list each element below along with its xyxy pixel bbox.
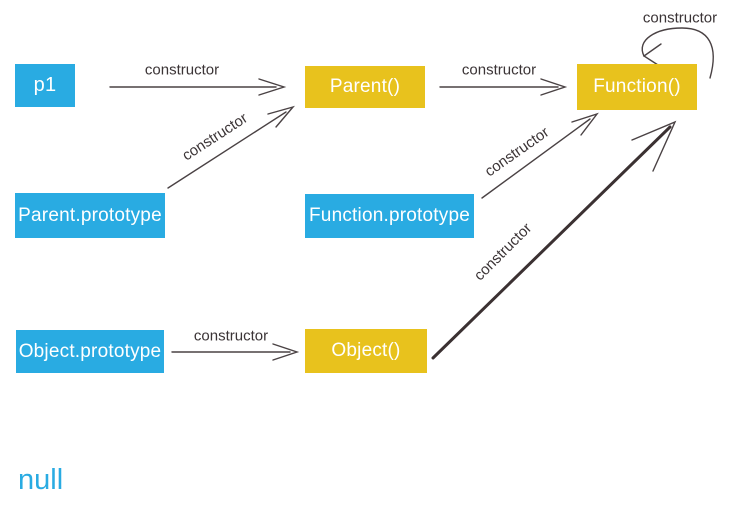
arrow-object-prototype-to-object: [171, 343, 300, 361]
node-parent-prototype: Parent.prototype: [15, 193, 165, 238]
arrow-function-self-loop: [641, 27, 714, 79]
edge-label-object-prototype-object: constructor: [193, 327, 269, 345]
node-object-prototype: Object.prototype: [16, 330, 164, 373]
arrow-parent-prototype-to-parent: [167, 105, 296, 189]
arrow-object-to-function: [431, 120, 677, 360]
node-function-fn: Function(): [577, 64, 697, 110]
edge-label-p1-parent: constructor: [144, 61, 220, 79]
node-parent-fn: Parent(): [305, 66, 425, 108]
arrow-parent-to-function: [439, 78, 568, 96]
node-function-prototype: Function.prototype: [305, 194, 474, 238]
node-object-fn: Object(): [305, 329, 427, 373]
edge-label-parent-function: constructor: [461, 61, 537, 79]
arrow-function-prototype-to-function: [481, 112, 599, 199]
edge-label-function-self-loop: constructor: [642, 9, 718, 27]
null-label: null: [18, 464, 64, 496]
node-p1: p1: [15, 64, 75, 107]
arrow-p1-to-parent: [109, 78, 287, 96]
